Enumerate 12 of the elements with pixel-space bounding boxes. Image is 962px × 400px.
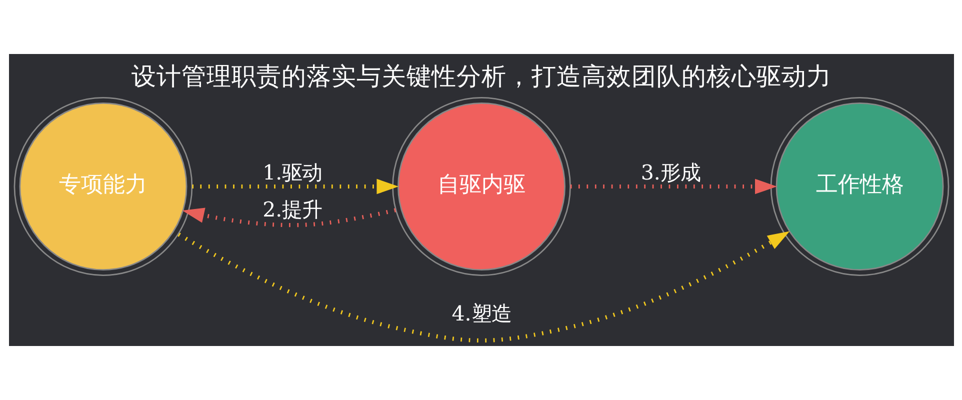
arrow bbox=[182, 208, 396, 228]
edge-label: 4.塑造 bbox=[451, 301, 511, 326]
diagram-title: 设计管理职责的落实与关键性分析，打造高效团队的核心驱动力 bbox=[131, 62, 831, 91]
edge-label: 2.提升 bbox=[262, 198, 322, 222]
node-circle: 专项能力 bbox=[13, 97, 192, 276]
node-circle: 工作性格 bbox=[770, 97, 949, 276]
edge-label: 1.驱动 bbox=[262, 160, 322, 185]
arrow bbox=[192, 178, 398, 194]
arrow bbox=[177, 231, 790, 342]
arrow bbox=[570, 178, 776, 194]
node-circle: 自驱内驱 bbox=[392, 97, 570, 276]
edge-label: 3.形成 bbox=[640, 160, 700, 185]
